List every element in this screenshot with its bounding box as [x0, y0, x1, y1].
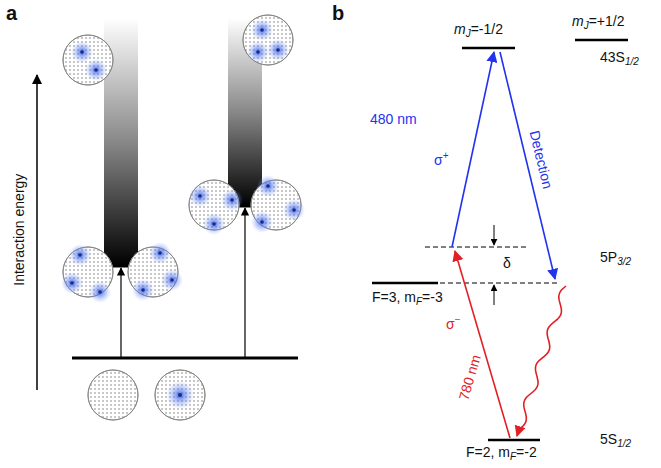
panel-letter: b: [332, 2, 344, 24]
state-label-text: 3/2: [617, 256, 631, 267]
polarization-label: σ−: [446, 314, 460, 332]
detuning-label-text: δ: [503, 255, 511, 271]
sublevel-label-text: J: [466, 28, 471, 39]
panel-letter-text: a: [6, 2, 17, 24]
state-label-text: 5P: [600, 249, 617, 265]
sublevel-label-text: m: [572, 13, 584, 29]
polarization-label-text: σ: [446, 316, 455, 332]
sublevel-label-text: m: [454, 21, 466, 37]
wavelength-label: 780 nm: [456, 353, 484, 402]
state-label: 5S1/2: [600, 432, 631, 449]
sublevel-label-text: =-1/2: [471, 21, 503, 37]
sublevel-label: mJ=+1/2: [572, 14, 625, 31]
state-label: 43S1/2: [600, 50, 639, 67]
state-label-text: 5S: [600, 431, 617, 447]
sublevel-label: F=2, mF=-2: [466, 445, 537, 462]
state-label-text: 43S: [600, 49, 625, 65]
sublevel-label-text: =-2: [516, 444, 537, 460]
panel-letter-text: b: [332, 2, 344, 24]
sublevel-label-text: F=3, m: [372, 289, 416, 305]
sublevel-label-text: F=2, m: [466, 444, 510, 460]
polarization-label-text: −: [455, 314, 461, 325]
wavelength-label-text: 780 nm: [455, 353, 483, 402]
polarization-label-text: +: [443, 150, 449, 161]
axis-label: Interaction energy: [12, 174, 27, 286]
panel-letter: a: [6, 2, 17, 24]
sublevel-label-text: J: [584, 20, 589, 31]
wavelength-label-text: 480 nm: [370, 111, 417, 127]
sublevel-label: mJ=-1/2: [454, 22, 503, 39]
sublevel-label: F=3, mF=-3: [372, 290, 443, 307]
axis-label-text: Interaction energy: [11, 174, 27, 286]
state-label-text: 1/2: [617, 438, 631, 449]
sublevel-label-text: F: [416, 296, 422, 307]
polarization-label-text: σ: [434, 152, 443, 168]
sublevel-label-text: =+1/2: [589, 13, 625, 29]
polarization-label: σ+: [434, 150, 448, 168]
state-label: 5P3/2: [600, 250, 631, 267]
detuning-label: δ: [503, 256, 511, 271]
sublevel-label-text: F: [510, 451, 516, 462]
state-label-text: 1/2: [625, 56, 639, 67]
sublevel-label-text: =-3: [422, 289, 443, 305]
wavelength-label: 480 nm: [370, 112, 417, 127]
